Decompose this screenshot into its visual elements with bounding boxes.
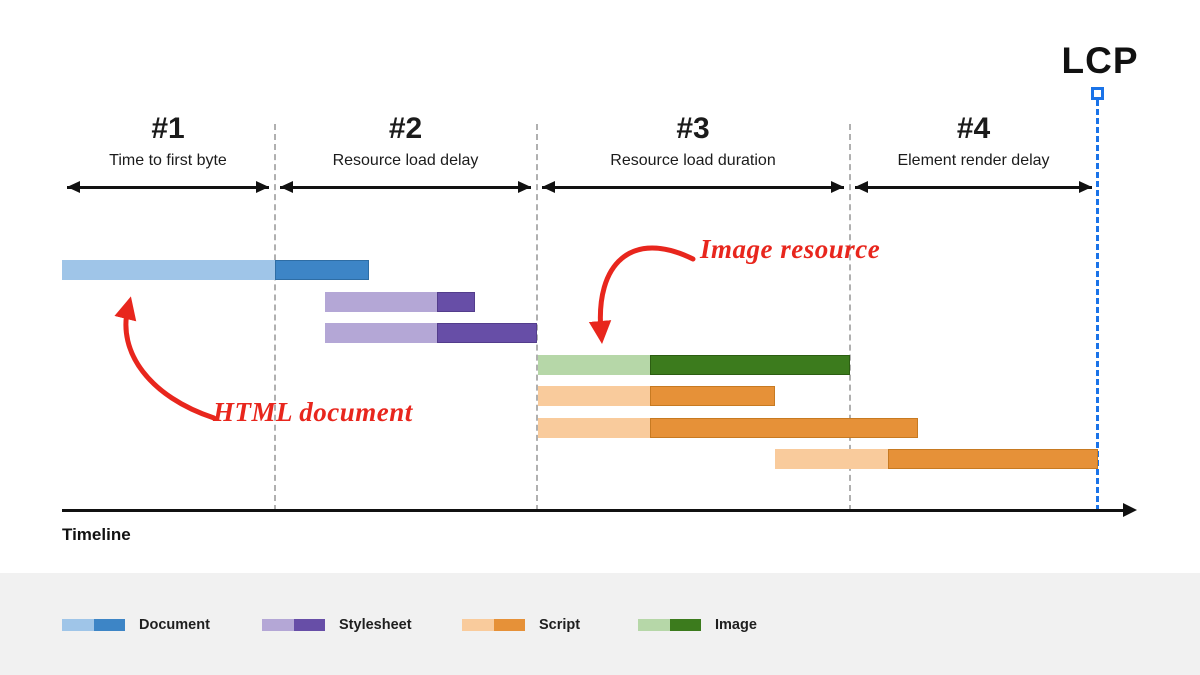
lcp-dashed-line: [1096, 100, 1099, 511]
lcp-marker-square: [1091, 87, 1104, 100]
legend-label: Stylesheet: [339, 617, 412, 633]
annotation-arrow-html-document: [114, 296, 217, 421]
timeline-axis: [62, 509, 1124, 512]
bar-segment-dark: [888, 449, 1098, 469]
annotation-image-resource: Image resource: [700, 234, 881, 264]
legend-swatch-dark: [293, 619, 325, 631]
phase-label: Resource load delay: [332, 152, 479, 169]
timeline-label: Timeline: [62, 525, 131, 544]
resource-bar-document: [62, 260, 369, 280]
resource-bar-image: [538, 354, 850, 375]
phase-range-arrow: [67, 186, 269, 189]
bar-segment-light: [538, 354, 650, 375]
bar-segment-dark: [650, 417, 918, 438]
legend-swatch-document: [62, 619, 125, 631]
legend-label: Document: [139, 617, 210, 633]
legend-swatch-dark: [669, 619, 701, 631]
resource-bar-script: [775, 449, 1098, 469]
resource-bar-stylesheet: [325, 323, 537, 343]
phase-separator-line: [849, 124, 851, 511]
bar-segment-light: [538, 386, 650, 406]
legend-swatch-light: [462, 619, 494, 631]
phase-separator-line: [274, 124, 276, 511]
phase-label: Time to first byte: [109, 152, 227, 169]
bar-segment-light: [325, 291, 437, 312]
bar-segment-light: [775, 449, 888, 469]
annotation-arrow-image-resource: [588, 245, 696, 344]
bar-segment-dark: [650, 386, 775, 406]
phase-number: #1: [151, 112, 185, 145]
bar-segment-dark: [275, 260, 369, 280]
lcp-label: LCP: [1061, 40, 1139, 81]
phase-number: #2: [388, 112, 423, 145]
bar-segment-light: [62, 260, 275, 280]
legend-label: Image: [715, 617, 757, 633]
phase-label: Element render delay: [897, 152, 1050, 169]
annotation-html-document: HTML document: [213, 397, 413, 427]
phase-label: Resource load duration: [610, 152, 776, 169]
legend-swatch-dark: [93, 619, 125, 631]
resource-bar-script: [538, 386, 775, 406]
legend-label: Script: [539, 617, 581, 633]
phase-range-arrow: [542, 186, 844, 189]
legend-swatch-script: [462, 619, 525, 631]
bar-segment-dark: [437, 323, 537, 343]
legend-swatch-light: [638, 619, 670, 631]
phase-range-arrow: [855, 186, 1092, 189]
bar-segment-dark: [437, 291, 475, 312]
legend-swatch-stylesheet: [262, 619, 325, 631]
legend-swatch-image: [638, 619, 701, 631]
legend-item-script: Script: [462, 617, 580, 633]
phase-range-arrow: [280, 186, 531, 189]
legend-swatch-dark: [493, 619, 525, 631]
legend: Document Stylesheet Script Image: [0, 573, 1200, 675]
phase-separator-line: [536, 124, 538, 511]
legend-item-stylesheet: Stylesheet: [262, 617, 412, 633]
resource-bar-stylesheet: [325, 291, 475, 312]
bar-segment-light: [538, 417, 650, 438]
legend-swatch-light: [262, 619, 294, 631]
bar-segment-light: [325, 323, 437, 343]
legend-item-image: Image: [638, 617, 757, 633]
phase-number: #3: [676, 112, 710, 145]
legend-item-document: Document: [62, 617, 210, 633]
resource-bar-script: [538, 417, 918, 438]
bar-segment-dark: [650, 354, 850, 375]
legend-swatch-light: [62, 619, 94, 631]
phase-number: #4: [956, 112, 991, 145]
